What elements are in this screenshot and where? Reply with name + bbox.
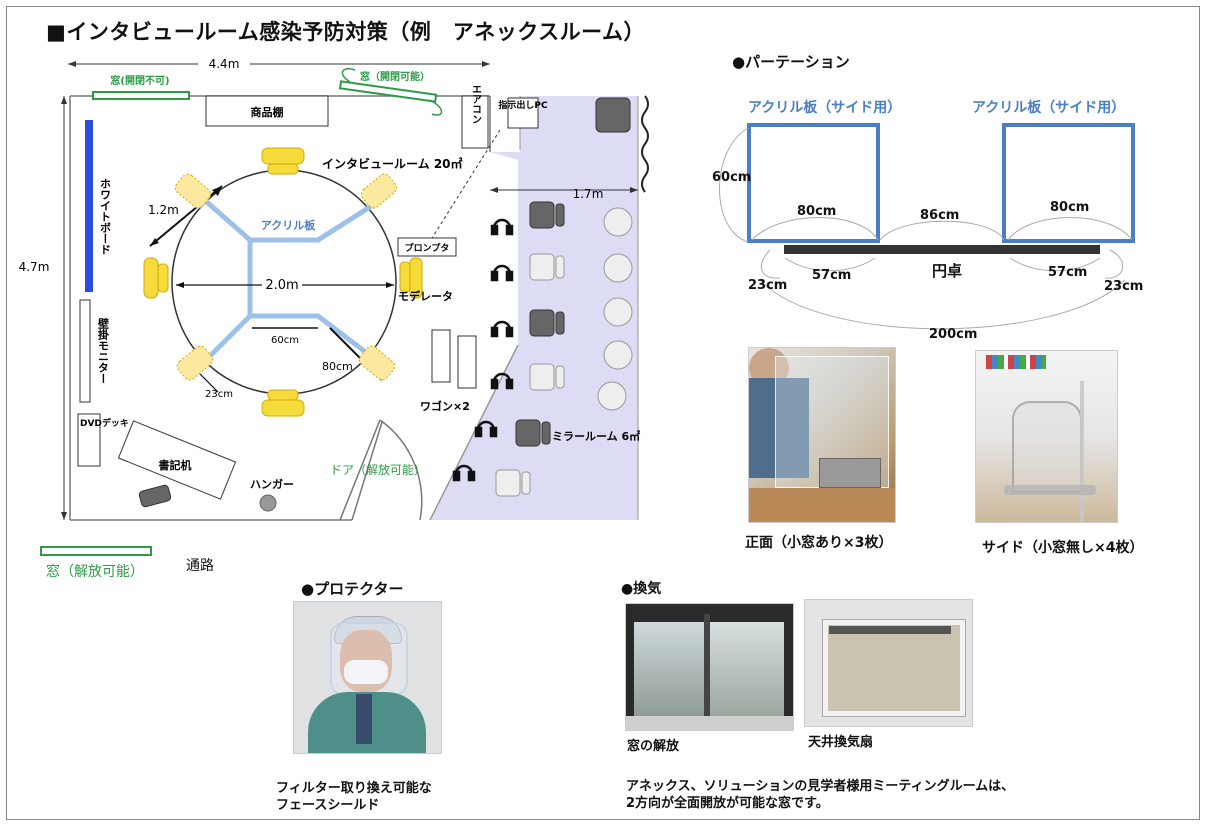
ceiling-fan-photo [804, 599, 973, 727]
prompter-label: プロンプタ [405, 242, 450, 254]
moderator-label: モデレータ [398, 289, 453, 303]
hanger [259, 494, 277, 512]
acrylic-panel-left [747, 123, 880, 243]
window-fixed-label: 窓(開閉不可) [110, 74, 169, 87]
legend-window-swatch [40, 546, 152, 556]
mirror-room-area [430, 96, 638, 520]
side-acrylic-photo [975, 350, 1118, 523]
dvd-deck [77, 413, 101, 467]
clerk-desk [117, 420, 237, 500]
dim-23-label: 23cm [205, 389, 233, 400]
protector-photo [293, 601, 442, 754]
page-title: ■インタビュールーム感染予防対策（例 アネックスルーム） [46, 20, 645, 44]
ventilation-heading: ●換気 [621, 581, 662, 597]
aircon [461, 95, 489, 149]
overhang-left-label: 57cm [812, 268, 852, 283]
partition-heading: ●パーテーション [732, 53, 850, 71]
legend-aisle-label: 通路 [186, 558, 214, 574]
partition-diagram [719, 123, 1135, 330]
shelf [205, 95, 329, 127]
protector-caption-2: フェースシールド [276, 798, 380, 813]
legend-window-label: 窓（解放可能） [46, 564, 144, 580]
diag-label: 1.2m [148, 203, 179, 217]
table-diameter-label: 2.0m [265, 278, 298, 293]
door-label: ドア（解放可能） [330, 462, 426, 477]
gap-label: 86cm [920, 208, 960, 223]
mirror-room-chairs [495, 201, 633, 497]
whiteboard-label: ホワイトボード [99, 178, 112, 255]
edge-left-label: 23cm [748, 278, 788, 293]
curtain [641, 95, 649, 193]
protector-heading: ●プロテクター [301, 580, 404, 598]
height-dimension [61, 96, 67, 520]
round-table-bar [784, 245, 1100, 254]
table-chairs [143, 147, 423, 417]
wagon-label: ワゴン×2 [420, 399, 470, 413]
headphones-group [452, 218, 514, 482]
room-label: インタビュールーム 20㎡ [322, 156, 463, 171]
dim-60-label: 60cm [271, 335, 299, 346]
clerk-desk-label: 書記机 [159, 458, 192, 472]
aircon-label: エアコン [470, 84, 482, 124]
wagon-2 [457, 335, 477, 389]
acrylic-panels [198, 194, 386, 368]
acrylic-right-label: アクリル板（サイド用） [972, 100, 1126, 116]
window-open-label: 窓（開閉可能） [360, 70, 430, 83]
ventilation-note-2: 2方向が全面開放が可能な窓です。 [626, 796, 829, 811]
window-open [338, 80, 438, 103]
protector-caption-1: フィルター取り換え可能な [276, 781, 432, 796]
acrylic-left-label: アクリル板（サイド用） [748, 100, 902, 116]
wall-monitor-label: 壁掛モニター [97, 317, 110, 384]
mirror-width-label: 1.7m [573, 187, 604, 201]
wagon-1 [431, 329, 451, 383]
hanger-label: ハンガー [250, 477, 294, 491]
clerk-chair [138, 484, 172, 508]
overhang-right-label: 57cm [1048, 265, 1088, 280]
front-acrylic-photo [748, 347, 896, 523]
shelf-label: 商品棚 [251, 105, 284, 119]
mirror-room-label: ミラールーム 6㎡ [552, 429, 640, 443]
door-arc [379, 419, 423, 521]
width-dimension [68, 61, 490, 67]
instruction-pc [507, 97, 539, 129]
mirror-chair-top [595, 97, 631, 133]
side-caption: サイド（小窓無し×4枚） [982, 540, 1144, 556]
ventilation-note-1: アネックス、ソリューションの見学者様用ミーティングルームは、 [626, 779, 1015, 794]
table-label: 円卓 [932, 262, 963, 280]
front-caption: 正面（小窓あり×3枚） [745, 535, 893, 551]
prompter [397, 237, 457, 257]
window-open-caption: 窓の解放 [627, 739, 680, 754]
edge-right-label: 23cm [1104, 279, 1144, 294]
dim-80-label: 80cm [322, 360, 353, 373]
width-left-label: 80cm [797, 204, 837, 219]
page-frame [6, 6, 1200, 820]
instruction-pc-label: 指示出しPC [498, 99, 548, 111]
window-open-photo [625, 603, 794, 731]
acrylic-label: アクリル板 [261, 218, 316, 232]
acrylic-panel-right [1002, 123, 1135, 243]
ceiling-fan-caption: 天井換気扇 [808, 735, 874, 750]
whiteboard [85, 120, 93, 292]
wall-monitor [79, 299, 91, 403]
height-60-label: 60cm [712, 170, 752, 185]
height-label: 4.7m [19, 260, 50, 274]
total-label: 200cm [929, 327, 978, 342]
dvd-label: DVDデッキ [80, 417, 129, 429]
width-right-label: 80cm [1050, 200, 1090, 215]
window-fixed [92, 91, 190, 100]
width-label: 4.4m [209, 57, 240, 71]
floor-plan: 4.4m 4.7m 窓(開閉不可) 窓（開閉可能） 商品棚 エアコン 指示出しP… [19, 55, 649, 521]
